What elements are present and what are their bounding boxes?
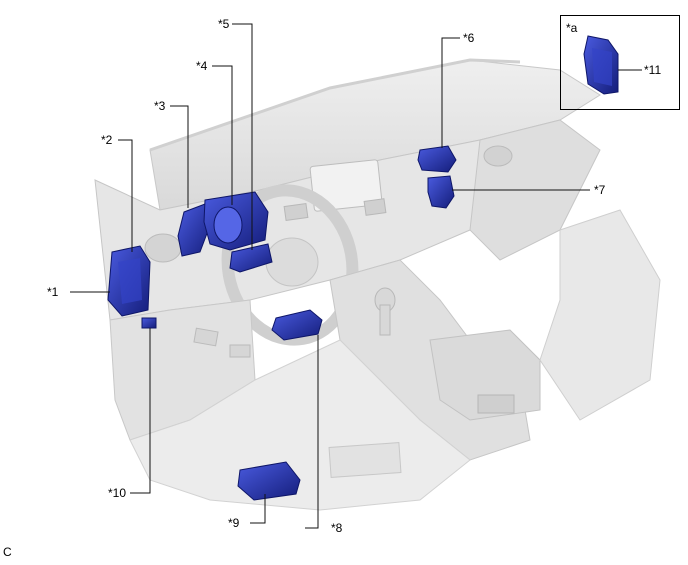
right-seat-area	[539, 209, 661, 421]
left-vent	[144, 233, 182, 263]
component-7	[427, 175, 455, 209]
shifter-stem	[379, 304, 391, 336]
right-vent	[483, 145, 513, 167]
component-1	[107, 245, 151, 317]
leader-8	[305, 335, 319, 529]
callout-2: *2	[101, 133, 113, 147]
callout-a: *a	[566, 21, 578, 35]
windshield-edge	[149, 58, 521, 152]
callout-3: *3	[154, 99, 166, 113]
component-8	[271, 309, 323, 341]
component-6	[417, 145, 457, 173]
callout-8: *8	[331, 521, 343, 535]
leader-5	[232, 23, 253, 250]
callout-10: *10	[108, 486, 127, 500]
center-vent-left	[283, 202, 309, 222]
leader-2	[118, 139, 133, 252]
floor-console-base	[328, 442, 402, 478]
rear-vent	[477, 394, 515, 414]
steering-wheel	[221, 184, 359, 346]
callout-7: *7	[594, 183, 606, 197]
callout-9: *9	[228, 516, 240, 530]
figure-code: C	[3, 545, 12, 559]
leader-6	[441, 37, 460, 148]
component-4	[203, 191, 269, 251]
component-9	[237, 461, 301, 501]
center-vent-right	[363, 198, 387, 216]
component-10	[141, 317, 157, 329]
inset-frame	[560, 15, 680, 110]
callout-6: *6	[463, 31, 475, 45]
callout-5: *5	[218, 17, 230, 31]
callout-1: *1	[47, 285, 59, 299]
leader-9	[250, 494, 266, 524]
callout-4: *4	[196, 59, 208, 73]
center-display	[309, 159, 383, 212]
leader-3	[170, 105, 189, 208]
component-5	[229, 243, 273, 273]
pedal-2	[229, 344, 251, 358]
leader-10	[130, 328, 151, 494]
leader-4	[212, 65, 233, 205]
leader-lines	[70, 23, 642, 529]
component-11	[583, 35, 619, 95]
callout-11: *11	[644, 63, 662, 77]
steering-hub	[265, 237, 319, 287]
pedal-1	[193, 327, 219, 347]
